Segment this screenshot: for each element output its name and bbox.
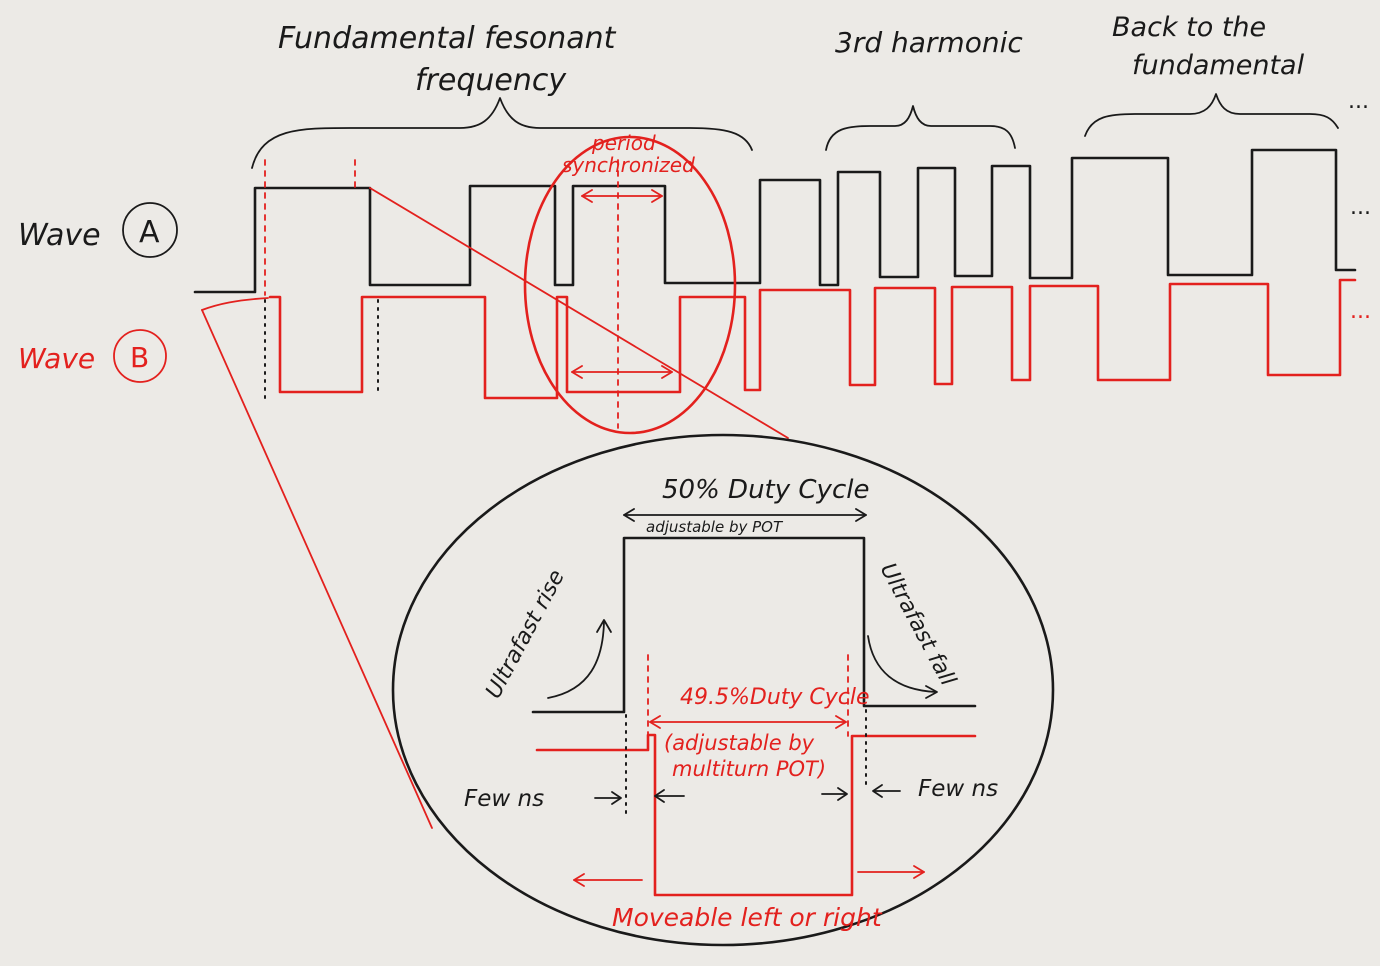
fundamental-label-line1: Fundamental fesonant <box>278 21 617 56</box>
period-label-line2: synchronized <box>562 153 695 177</box>
back-heading: Back to the fundamental ... ... ... <box>1084 12 1371 324</box>
period-arrow-top-heads <box>581 189 663 203</box>
ellipsis-top: ... <box>1348 89 1369 114</box>
zoom-leader-b-top <box>201 297 269 311</box>
few-ns-right-label: Few ns <box>918 776 998 802</box>
period-label-line1: period <box>591 131 656 155</box>
wave-a-trace <box>193 148 1357 294</box>
few-ns-left-label: Few ns <box>464 786 544 812</box>
fall-arrow <box>867 635 937 693</box>
back-brace <box>1084 93 1339 137</box>
wave-b-text: Wave <box>18 342 95 375</box>
fundamental-brace <box>251 97 753 169</box>
rise-label: Ultrafast rise <box>481 566 570 703</box>
zoom-leader-b <box>201 309 433 829</box>
detail-circle <box>391 433 1055 947</box>
duty-b-label: 49.5%Duty Cycle <box>680 685 870 710</box>
moveable-label: Moveable left or right <box>612 903 883 932</box>
fundamental-label-line2: frequency <box>415 63 567 98</box>
adjust-b-line2: multiturn POT) <box>672 757 826 781</box>
wave-a-letter: A <box>139 215 160 250</box>
fundamental-heading: Fundamental fesonant frequency <box>251 21 753 169</box>
wave-b-label: Wave B <box>18 329 167 383</box>
wave-a-circle <box>122 202 178 258</box>
move-left-arrow-head <box>573 873 585 887</box>
few-ns-left-arrow-in-head <box>611 791 622 805</box>
detail-zoom: 50% Duty Cycle adjustable by POT Ultrafa… <box>391 433 1055 947</box>
wave-b-trace <box>268 278 1357 400</box>
third-harmonic-label: 3rd harmonic <box>835 26 1023 59</box>
fall-label: Ultrafast fall <box>875 559 961 690</box>
wave-a-text: Wave <box>18 218 101 253</box>
duty-a-label: 50% Duty Cycle <box>662 475 869 505</box>
wave-b-circle <box>113 329 167 383</box>
few-ns-right-arrow-out-head <box>872 784 883 798</box>
back-label-line2: fundamental <box>1132 50 1305 81</box>
fall-arrow-head <box>925 685 938 699</box>
rise-arrow <box>547 621 605 699</box>
period-oval <box>523 135 737 435</box>
few-ns-left-arrow-out-head <box>654 789 665 803</box>
back-label-line1: Back to the <box>1112 12 1266 43</box>
third-harmonic-brace <box>825 105 1016 151</box>
detail-wave-a <box>531 536 977 714</box>
rise-arrow-head <box>596 619 612 633</box>
zoom-leader-a <box>369 187 789 439</box>
adjust-a-label: adjustable by POT <box>646 518 784 536</box>
period-arrow-bottom-heads <box>571 365 673 379</box>
move-right-arrow-head <box>913 865 925 879</box>
ellipsis-wave-a: ... <box>1350 195 1371 220</box>
few-ns-right-arrow-in-head <box>837 787 848 801</box>
third-harmonic-heading: 3rd harmonic <box>825 26 1023 151</box>
duty-b-arrow-heads <box>649 715 847 729</box>
duty-a-arrow-heads <box>623 508 867 522</box>
adjust-b-line1: (adjustable by <box>664 731 815 755</box>
period-synchronized-callout: period synchronized <box>523 131 737 435</box>
ellipsis-wave-b: ... <box>1350 299 1371 324</box>
wave-b-letter: B <box>130 341 149 374</box>
wave-a-label: Wave A <box>18 202 178 258</box>
